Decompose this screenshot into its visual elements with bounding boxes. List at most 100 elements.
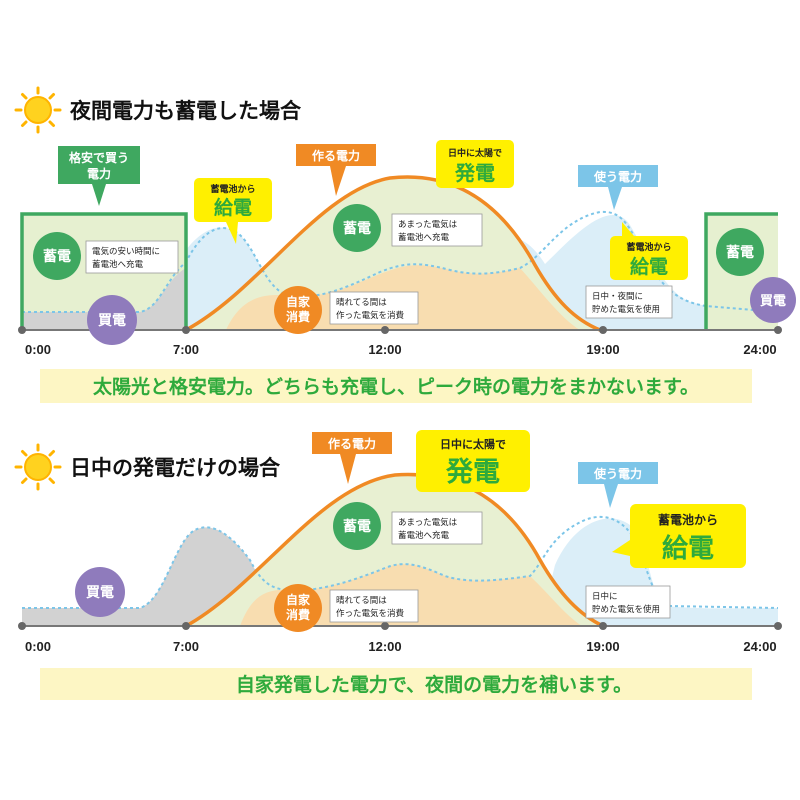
panel2-title: 日中の発電だけの場合 (70, 456, 281, 480)
sun-icon (14, 443, 62, 491)
svg-text:蓄電池から: 蓄電池から (626, 241, 671, 253)
svg-text:日中に太陽で: 日中に太陽で (448, 147, 502, 159)
night-purchase-area (22, 268, 186, 330)
consumption-line (22, 515, 779, 609)
svg-text:作った電気を消費: 作った電気を消費 (336, 608, 405, 619)
cheap-power-outline-right (704, 212, 778, 330)
battery-supply-callout: 蓄電池から 給電 (610, 222, 688, 280)
svg-text:蓄電: 蓄電 (343, 220, 371, 237)
svg-text:電気の安い時間に: 電気の安い時間に (92, 246, 160, 257)
storage-badge: 蓄電 (333, 204, 381, 252)
time-label: 24:00 (743, 342, 776, 357)
self-consumption-badge: 自家 消費 (274, 286, 322, 334)
svg-text:蓄電池へ充電: 蓄電池へ充電 (398, 232, 450, 243)
use-power-tag: 使う電力 (578, 165, 658, 210)
tick-dot (774, 326, 782, 334)
purchase-badge-right: 買電 (750, 277, 796, 323)
svg-text:蓄電: 蓄電 (726, 244, 754, 261)
svg-text:あまった電気は: あまった電気は (398, 219, 458, 230)
battery-supply-callout: 蓄電池から 給電 (612, 504, 746, 568)
storage-badge: 蓄電 (333, 502, 381, 550)
svg-text:格安で買う: 格安で買う (69, 150, 129, 165)
panel-night-and-solar-storage: 夜間電力も蓄電した場合 0:00 7:00 12:00 19 (14, 86, 796, 403)
use-note: 日中に 貯めた電気を使用 (585, 585, 671, 619)
svg-text:給電: 給電 (214, 196, 252, 219)
panel1-title: 夜間電力も蓄電した場合 (69, 99, 302, 123)
tick-dot (182, 622, 190, 630)
svg-text:日中・夜間に: 日中・夜間に (592, 291, 643, 302)
sun-icon (14, 86, 62, 134)
svg-text:あまった電気は: あまった電気は (398, 517, 458, 528)
solar-generation-callout: 日中に太陽で 発電 (436, 140, 514, 188)
make-power-tag: 作る電力 (296, 144, 376, 196)
svg-text:作る電力: 作る電力 (312, 148, 360, 163)
tick-dot (599, 622, 607, 630)
svg-text:作る電力: 作る電力 (328, 436, 376, 451)
svg-text:使う電力: 使う電力 (593, 169, 642, 184)
self-consumption-note: 晴れてる間は 作った電気を消費 (329, 291, 419, 325)
storage-badge-right: 蓄電 (716, 228, 764, 276)
svg-text:買電: 買電 (760, 294, 786, 309)
consumption-line (22, 210, 779, 313)
svg-text:蓄電池から: 蓄電池から (658, 512, 718, 527)
self-consumption-badge: 自家 消費 (274, 584, 322, 632)
storage-note: 電気の安い時間に 蓄電池へ充電 (85, 240, 179, 274)
tick-dot (18, 622, 26, 630)
purchase-area (22, 527, 268, 626)
time-label: 0:00 (25, 342, 51, 357)
purchase-badge: 買電 (75, 567, 125, 617)
svg-text:蓄電: 蓄電 (343, 518, 371, 535)
use-note: 日中・夜間に 貯めた電気を使用 (585, 285, 673, 319)
svg-text:自家: 自家 (286, 592, 311, 607)
svg-text:給電: 給電 (662, 533, 714, 564)
time-label: 7:00 (173, 342, 199, 357)
svg-text:蓄電池へ充電: 蓄電池へ充電 (398, 530, 450, 541)
svg-text:蓄電池へ充電: 蓄電池へ充電 (92, 259, 144, 270)
tick-dot (182, 326, 190, 334)
cheap-power-tag: 格安で買う 電力 (58, 146, 140, 206)
cheap-power-outline-left (20, 212, 188, 330)
time-label: 12:00 (368, 639, 401, 654)
svg-text:消費: 消費 (286, 607, 310, 622)
svg-text:発電: 発電 (445, 457, 500, 488)
svg-text:貯めた電気を使用: 貯めた電気を使用 (592, 304, 660, 315)
svg-text:給電: 給電 (630, 255, 668, 278)
purchase-badge: 買電 (87, 295, 137, 345)
tick-dot (18, 326, 26, 334)
tick-dot (599, 326, 607, 334)
time-label: 7:00 (173, 639, 199, 654)
time-label: 0:00 (25, 639, 51, 654)
storage-badge: 蓄電 (33, 232, 81, 280)
svg-text:蓄電: 蓄電 (43, 248, 71, 265)
svg-text:日中に太陽で: 日中に太陽で (440, 437, 506, 451)
tick-dot (381, 326, 389, 334)
svg-text:買電: 買電 (86, 584, 114, 601)
panel-daytime-solar-only: 日中の発電だけの場合 0:00 7:00 12:00 19:00 24:00 (14, 430, 782, 700)
battery-supply-callout: 蓄電池から 給電 (194, 178, 272, 244)
svg-text:自家: 自家 (286, 294, 311, 309)
svg-text:晴れてる間は: 晴れてる間は (336, 595, 387, 606)
panel1-caption-band (40, 369, 752, 403)
time-label: 24:00 (743, 639, 776, 654)
tick-dot (774, 622, 782, 630)
make-power-tag: 作る電力 (312, 432, 392, 484)
self-consumption-note: 晴れてる間は 作った電気を消費 (329, 589, 419, 623)
panel1-caption: 太陽光と格安電力。どちらも充電し、ピーク時の電力をまかないます。 (93, 375, 699, 398)
svg-text:消費: 消費 (286, 309, 310, 324)
svg-text:晴れてる間は: 晴れてる間は (336, 297, 387, 308)
use-power-tag: 使う電力 (578, 462, 658, 508)
svg-text:蓄電池から: 蓄電池から (210, 183, 255, 195)
svg-text:日中に: 日中に (592, 591, 618, 602)
svg-text:作った電気を消費: 作った電気を消費 (336, 310, 405, 321)
panel2-caption-band (40, 668, 752, 700)
svg-text:使う電力: 使う電力 (593, 466, 642, 481)
time-label: 12:00 (368, 342, 401, 357)
svg-text:発電: 発電 (454, 161, 495, 185)
storage-note: あまった電気は 蓄電池へ充電 (391, 213, 483, 247)
time-label: 19:00 (586, 342, 619, 357)
storage-note: あまった電気は 蓄電池へ充電 (391, 511, 483, 545)
tick-dot (381, 622, 389, 630)
svg-text:貯めた電気を使用: 貯めた電気を使用 (592, 604, 660, 615)
time-label: 19:00 (586, 639, 619, 654)
